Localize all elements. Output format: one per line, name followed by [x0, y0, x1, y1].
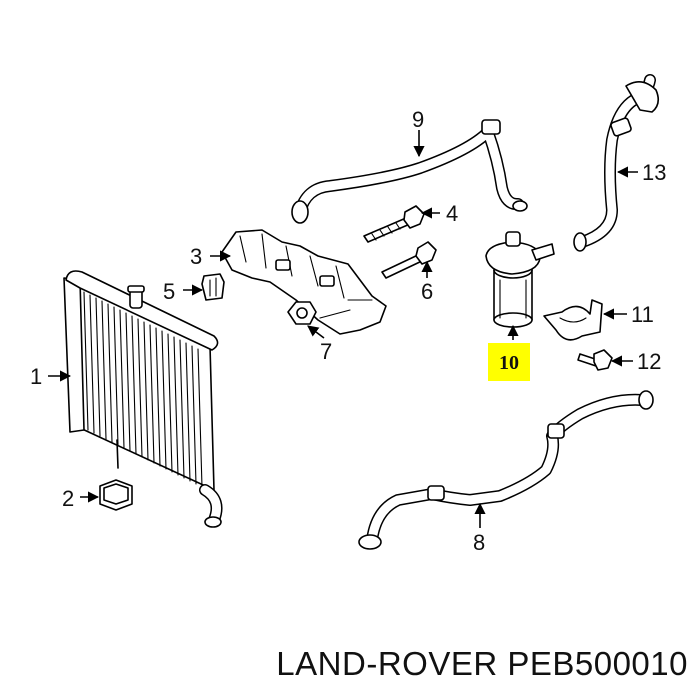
- water-pump: [485, 231, 555, 328]
- part-number-label: LAND-ROVER PEB500010: [276, 645, 688, 682]
- leader-lines: [48, 130, 638, 528]
- radiator-mount: [99, 479, 133, 511]
- callout-11: 11: [631, 302, 654, 327]
- callout-5: 5: [163, 279, 175, 304]
- bolt: [363, 205, 425, 243]
- callout-4: 4: [446, 201, 458, 226]
- upper-hose: [291, 119, 528, 224]
- callout-13: 13: [642, 160, 666, 185]
- clip: [201, 273, 225, 301]
- radiator: [63, 270, 223, 528]
- bracket: [221, 229, 387, 335]
- stud-bolt: [381, 241, 437, 279]
- highlight-box: [488, 343, 530, 381]
- callout-2: 2: [62, 486, 74, 511]
- clamp-bolt: [577, 349, 613, 371]
- lower-pipe: [358, 390, 654, 550]
- callout-8: 8: [473, 530, 485, 555]
- right-hose: [573, 74, 660, 252]
- callout-9: 9: [412, 107, 424, 132]
- callout-12: 12: [637, 349, 661, 374]
- callout-7: 7: [320, 339, 332, 364]
- callout-1: 1: [30, 364, 42, 389]
- callout-6: 6: [421, 279, 433, 304]
- pipe-clamp: [543, 299, 603, 341]
- nut: [287, 301, 317, 325]
- callout-10: 10: [499, 352, 519, 374]
- callout-3: 3: [190, 244, 202, 269]
- callout-labels: 1 2 3 4 5 6 7 8 9 10 11 12 13: [30, 107, 666, 555]
